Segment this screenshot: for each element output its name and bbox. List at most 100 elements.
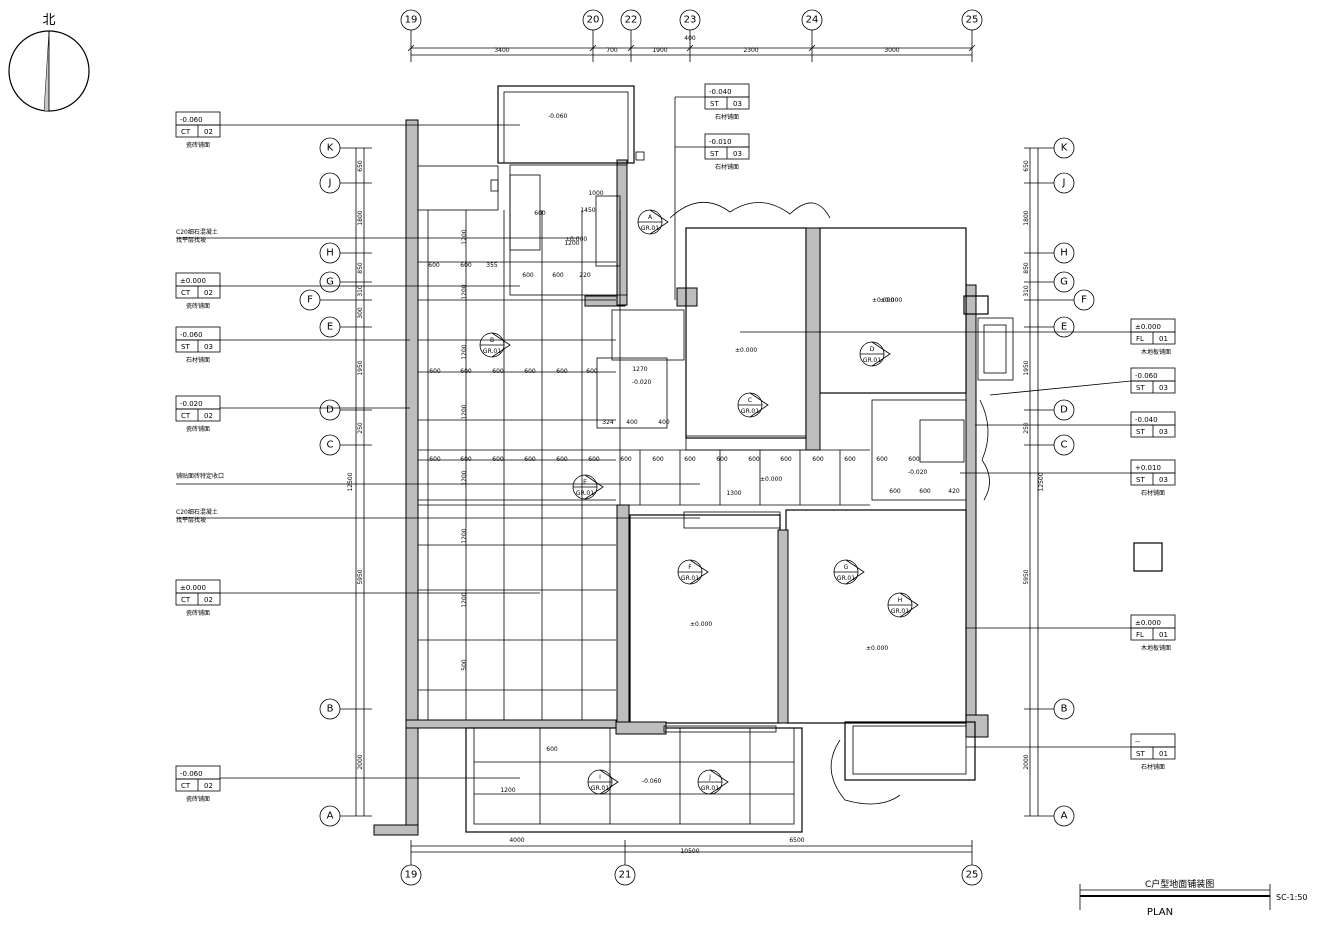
construction-note: 铺贴面砖特定收口 (176, 472, 224, 480)
right-dim-value: 1800 (1023, 210, 1030, 225)
inner-dim: 500 (461, 659, 468, 671)
right-dim-value: 850 (1023, 262, 1030, 274)
tag-num: 03 (1159, 428, 1168, 436)
construction-note: C20细石混凝土 (176, 228, 218, 236)
tag-note: 石材铺面 (1141, 489, 1165, 497)
inner-dim: 600 (552, 272, 564, 279)
top-axis-label: 25 (966, 15, 979, 26)
room-elevation: ±0.000 (690, 621, 712, 628)
side-dimension-columns: 12500 12500 6501800850310300195025059502… (347, 148, 1045, 816)
top-axis-bubble (400, 9, 422, 31)
inner-dim: 600 (844, 456, 856, 463)
right-axis-bubble (1053, 434, 1075, 456)
scale-text: SC-1:50 (1276, 893, 1308, 902)
inner-dim: 600 (588, 456, 600, 463)
tag-num: 03 (1159, 384, 1168, 392)
right-axis-bubble (1053, 137, 1075, 159)
section-marker-letter: I (599, 774, 601, 781)
bottom-axis-bubble (961, 864, 983, 886)
north-label: 北 (42, 13, 55, 28)
left-axis-bubble (319, 271, 341, 293)
inner-dim: 600 (652, 456, 664, 463)
left-total-dim: 12500 (347, 472, 354, 491)
left-dim-value: 650 (357, 160, 364, 172)
tag-code: CT (181, 412, 191, 420)
tag-code: CT (181, 782, 191, 790)
tag-elev: -0.020 (180, 400, 203, 408)
right-dim-value: 650 (1023, 160, 1030, 172)
right-dim-value: 2000 (1023, 754, 1030, 769)
right-axis-bubble (1053, 242, 1075, 264)
inner-dim: 1200 (461, 344, 468, 359)
section-marker-letter: D (870, 346, 875, 353)
inner-dim: 324 (602, 419, 614, 426)
drawing-title: C户型地面铺装图 (1145, 878, 1214, 890)
left-dim-value: 1950 (357, 360, 364, 375)
right-axis-bubble (1053, 271, 1075, 293)
inner-dim: 600 (620, 456, 632, 463)
room-elevation: -0.020 (632, 379, 652, 386)
building-plan (373, 85, 1163, 836)
inner-dim: 600 (748, 456, 760, 463)
left-axis-label: K (327, 143, 334, 154)
left-dim-value: 300 (357, 307, 364, 319)
north-arrow: 北 (8, 13, 90, 112)
left-axis-bubble (319, 805, 341, 827)
inner-dim: 1200 (461, 528, 468, 543)
tag-num: 02 (204, 412, 213, 420)
tag-code: FL (1136, 335, 1144, 343)
right-axis-bubble (1053, 698, 1075, 720)
tag-code: ST (1136, 750, 1145, 758)
section-marker-code: GR.01 (483, 348, 501, 355)
right-axis-label: H (1060, 248, 1068, 259)
tag-num: 03 (733, 100, 742, 108)
section-marker-code: GR.01 (741, 408, 759, 415)
tag-note: 石材铺面 (186, 356, 210, 364)
tag-elev: ±0.000 (180, 584, 206, 592)
left-axis-bubble (319, 399, 341, 421)
inner-dim: 1200 (461, 404, 468, 419)
construction-note: 找平层找坡 (176, 236, 206, 244)
tag-num: 02 (204, 782, 213, 790)
inner-dim: 1200 (461, 592, 468, 607)
inner-dim: 1200 (461, 284, 468, 299)
inner-dim: 220 (579, 272, 591, 279)
tag-code: CT (181, 596, 191, 604)
tag-note: 瓷砖铺面 (186, 302, 210, 310)
top-dim-value: 2300 (743, 47, 758, 54)
bottom-axis-label: 25 (966, 870, 979, 881)
room-elevations: -0.060±0.000±0.000-0.020±0.000±0.000±0.0… (548, 113, 928, 785)
tag-note: 瓷砖铺面 (186, 609, 210, 617)
tag-num: 03 (733, 150, 742, 158)
inner-dim: 600 (460, 368, 472, 375)
room-elevation: ±0.000 (735, 347, 757, 354)
tag-elev: -0.010 (709, 138, 732, 146)
right-total-dim: 12500 (1038, 472, 1045, 491)
tag-code: FL (1136, 631, 1144, 639)
left-axis-label: C (327, 440, 334, 451)
left-dim-value: 5950 (357, 569, 364, 584)
top-dim-value: 1900 (652, 47, 667, 54)
section-marker-letter: G (844, 564, 849, 571)
bottom-dim-2: 10500 (680, 848, 699, 855)
inner-dim: 600 (522, 272, 534, 279)
bottom-axis-label: 21 (619, 870, 632, 881)
tag-elev: -0.060 (1135, 372, 1158, 380)
top-dim-value: 3400 (494, 47, 509, 54)
inner-dim: 600 (524, 456, 536, 463)
bottom-axis-bubble (400, 864, 422, 886)
section-marker-letter: A (648, 214, 653, 221)
room-elevation: ±0.000 (872, 297, 894, 304)
left-axis-bubble (319, 137, 341, 159)
fixture-box (1133, 542, 1163, 572)
bottom-dim-1: 4000 (509, 837, 524, 844)
right-dim-value: 250 (1023, 422, 1030, 434)
section-marker-code: GR.01 (701, 785, 719, 792)
top-axis-bubble (679, 9, 701, 31)
inner-dim: 600 (429, 368, 441, 375)
section-marker-code: GR.01 (641, 225, 659, 232)
inner-dim: 400 (658, 419, 670, 426)
